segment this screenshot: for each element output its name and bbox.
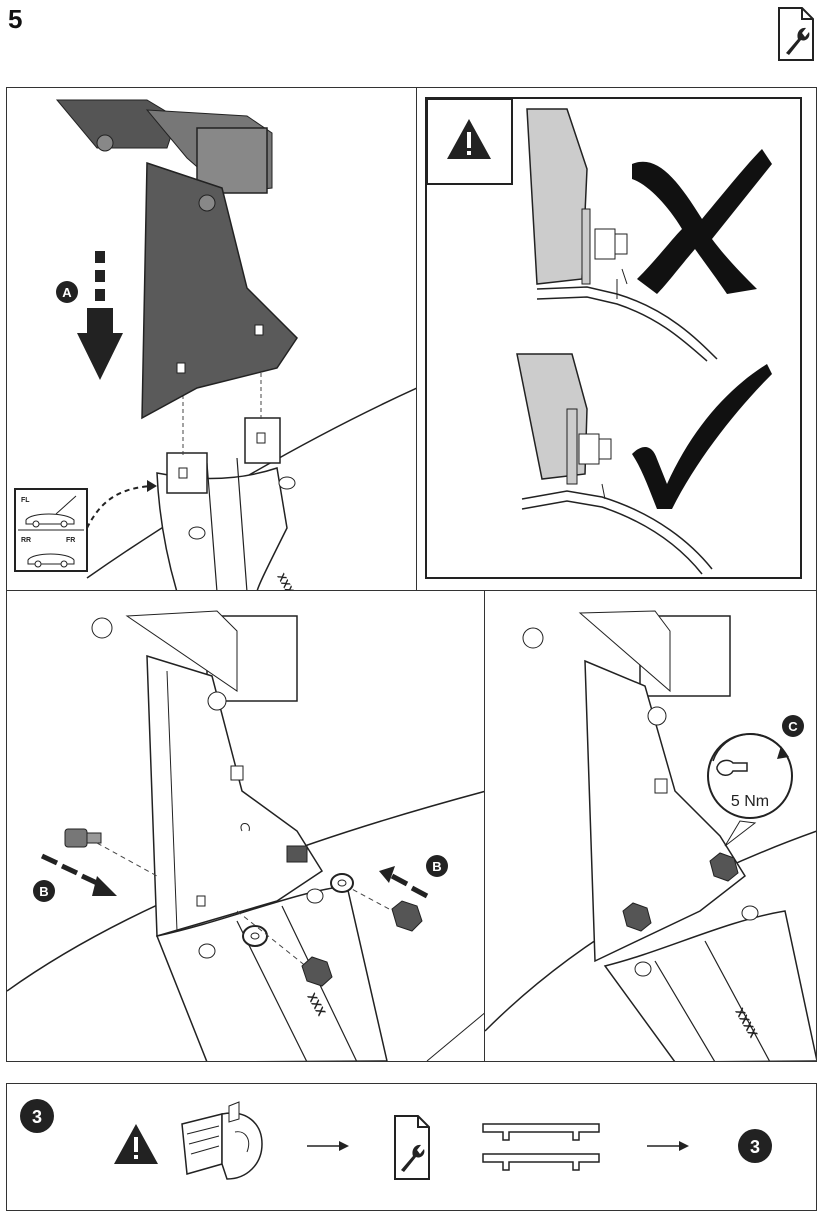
- cross-mark-icon: [632, 149, 772, 294]
- roof-bars-icon: [482, 1123, 600, 1171]
- warning-triangle-icon: [114, 1124, 158, 1164]
- label-b-left: B: [39, 884, 48, 899]
- position-fl: FL: [21, 497, 30, 504]
- wrench-document-icon: [394, 1115, 430, 1180]
- panel-warning: [425, 97, 802, 579]
- position-rr: RR: [21, 537, 31, 544]
- warning-triangle-icon: [447, 119, 491, 159]
- step-badge-left: 3: [32, 1107, 42, 1127]
- panel-insert-bolts: B B XXX: [6, 591, 485, 1062]
- step-badge-right: 3: [750, 1137, 760, 1157]
- wrench-icon: [716, 759, 748, 776]
- manual-reading-icon: [181, 1101, 263, 1180]
- label-c: C: [788, 719, 798, 734]
- label-a: A: [62, 285, 72, 300]
- strap-marking: XXX: [274, 572, 296, 592]
- position-fr: FR: [66, 537, 75, 544]
- panel-warning-outer: [417, 87, 817, 591]
- footer-next-step: 3 3: [6, 1083, 817, 1211]
- vehicle-position-inset: FL RR FR: [14, 488, 88, 572]
- panel-tighten: 5 Nm C XXXX: [485, 591, 817, 1062]
- check-mark-icon: [632, 364, 772, 509]
- step-number: 5: [8, 4, 23, 34]
- torque-value: 5 Nm: [731, 793, 769, 810]
- label-b-right: B: [432, 859, 441, 874]
- panel-fit-bracket: A XXX FL RR FR: [6, 87, 417, 591]
- wrench-document-icon: [778, 7, 814, 61]
